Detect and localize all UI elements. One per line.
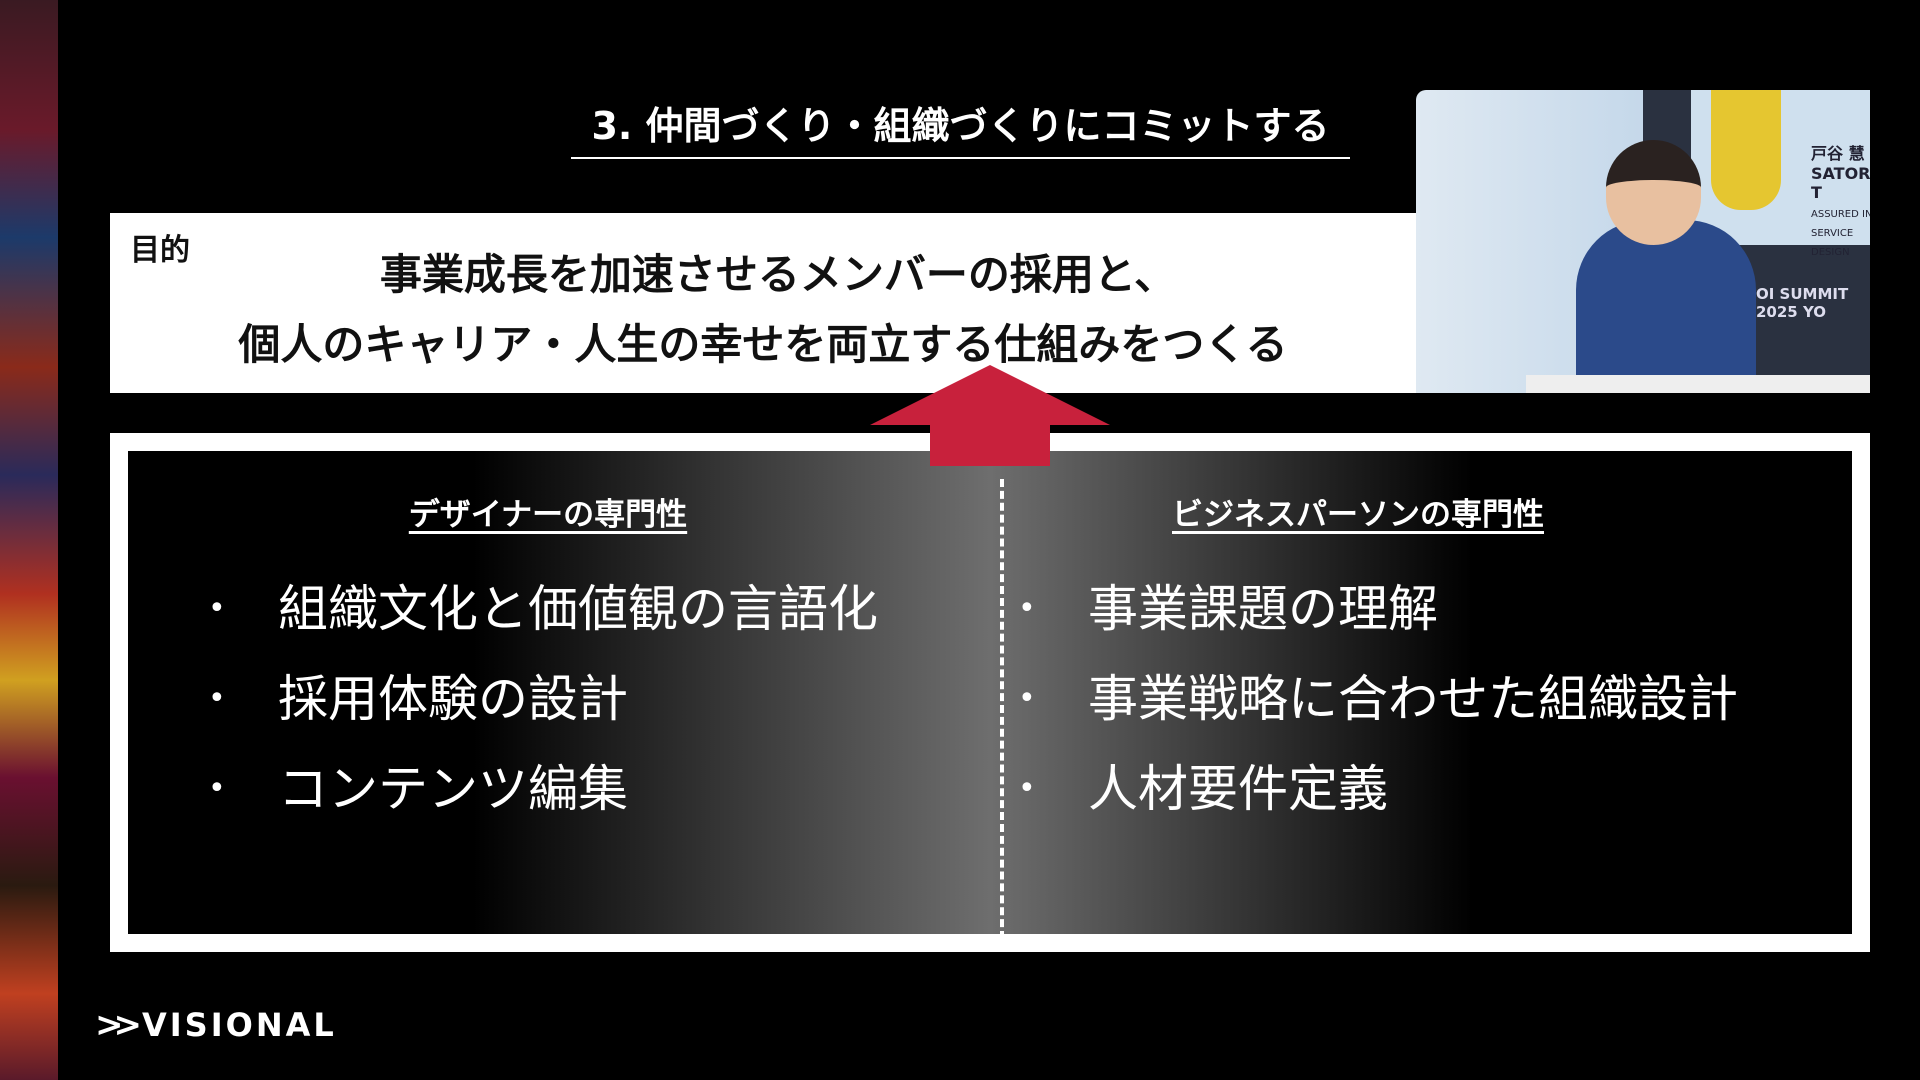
up-arrow-icon [870, 365, 1110, 425]
item-text: 人材要件定義 [1088, 760, 1388, 818]
screen-name: 戸谷 慧SATORU T ASSURED INC. SERVICE DESIGN [1811, 140, 1870, 259]
item-text: コンテンツ編集 [278, 760, 628, 818]
speaker-photo: 戸谷 慧SATORU T ASSURED INC. SERVICE DESIGN O… [1416, 90, 1870, 393]
list-item: • 事業課題の理解 [1018, 564, 1808, 654]
up-arrow-stem [930, 424, 1050, 466]
list-item: • コンテンツ編集 [208, 744, 998, 834]
bullet-icon: • [208, 591, 226, 626]
bullet-icon: • [208, 771, 226, 806]
bullet-icon: • [1018, 681, 1036, 716]
desk [1526, 375, 1870, 393]
item-text: 採用体験の設計 [278, 670, 628, 728]
screen-portrait [1711, 90, 1781, 210]
business-heading: ビジネスパーソンの専門性 [1172, 497, 1544, 533]
item-text: 事業戦略に合わせた組織設計 [1088, 670, 1738, 728]
bullet-icon: • [1018, 591, 1036, 626]
designer-column: デザイナーの専門性 • 組織文化と価値観の言語化 • 採用体験の設計 • コンテンツ編… [178, 451, 998, 834]
name-jp: 戸谷 慧 [1811, 144, 1865, 163]
title-underline [571, 157, 1350, 159]
company: ASSURED INC. [1811, 209, 1870, 220]
slide-title: 3. 仲間づくり・組織づくりにコミットする [591, 104, 1330, 148]
chevron-logo-icon: >> [95, 1005, 142, 1045]
bullet-icon: • [1018, 771, 1036, 806]
role: SERVICE DESIGN [1811, 228, 1854, 258]
purpose-box: 目的 事業成長を加速させるメンバーの採用と、 個人のキャリア・人生の幸せを両立す… [110, 213, 1416, 393]
item-text: 事業課題の理解 [1088, 580, 1438, 638]
expertise-frame: デザイナーの専門性 • 組織文化と価値観の言語化 • 採用体験の設計 • コンテンツ編… [110, 433, 1870, 952]
logo-text: VISIONAL [141, 1006, 337, 1044]
business-column: ビジネスパーソンの専門性 • 事業課題の理解 • 事業戦略に合わせた組織設計 • 人材… [988, 451, 1808, 834]
list-item: • 人材要件定義 [1018, 744, 1808, 834]
purpose-line-2: 個人のキャリア・人生の幸せを両立する仕組みをつくる [238, 320, 1288, 369]
designer-heading: デザイナーの専門性 [408, 497, 688, 533]
purpose-line-1: 事業成長を加速させるメンバーの採用と、 [379, 250, 1177, 299]
bullet-icon: • [208, 681, 226, 716]
list-item: • 組織文化と価値観の言語化 [208, 564, 998, 654]
event-banner: OI SUMMIT 2025 YO [1756, 285, 1849, 321]
visional-logo: >> VISIONAL [95, 1005, 337, 1045]
list-item: • 事業戦略に合わせた組織設計 [1018, 654, 1808, 744]
list-item: • 採用体験の設計 [208, 654, 998, 744]
speaker-head [1606, 140, 1701, 245]
item-text: 組織文化と価値観の言語化 [278, 580, 878, 638]
dashed-divider [1000, 479, 1004, 939]
name-en: SATORU T [1811, 164, 1870, 202]
decorative-side-image [0, 0, 58, 1080]
purpose-label: 目的 [130, 233, 190, 268]
speaker-body [1576, 220, 1756, 390]
